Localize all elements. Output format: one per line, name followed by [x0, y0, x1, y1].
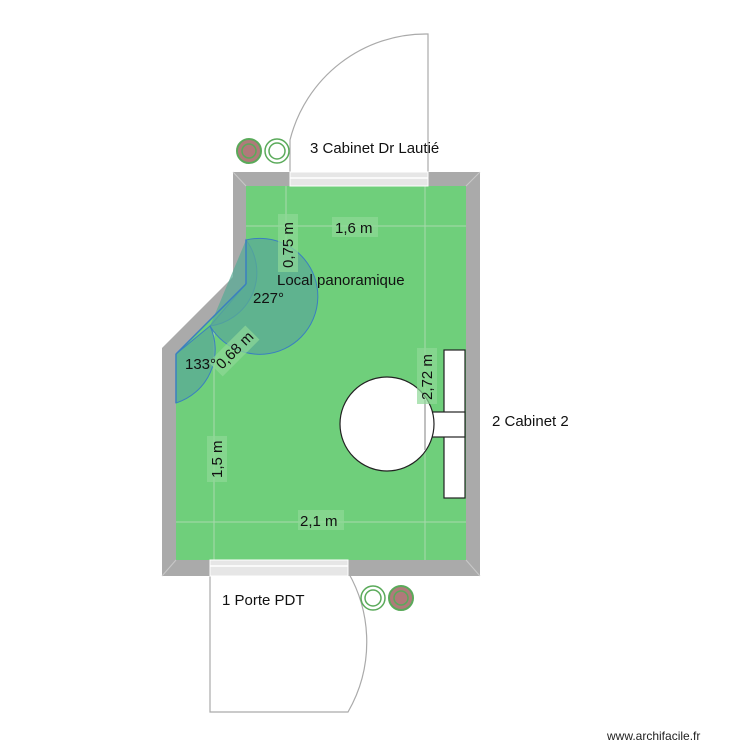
angle-227: 227° — [253, 290, 284, 307]
round-table[interactable] — [339, 376, 435, 472]
neighbor-label-bottom[interactable]: 1 Porte PDT — [222, 592, 305, 609]
room-name[interactable]: Local panoramique — [277, 272, 405, 289]
marker-icon-top-empty[interactable] — [264, 138, 290, 164]
neighbor-label-right[interactable]: 2 Cabinet 2 — [492, 413, 569, 430]
watermark: www.archifacile.fr — [606, 729, 700, 743]
dimension-bottom: 2,1 m — [300, 513, 338, 530]
top-door-swing — [289, 33, 429, 186]
dimension-right: 2,72 m — [419, 354, 436, 400]
top-door[interactable] — [289, 171, 429, 187]
marker-icon-top-filled[interactable] — [236, 138, 262, 164]
marker-icon-bottom-empty[interactable] — [360, 585, 386, 611]
dimension-left-upper: 0,75 m — [280, 222, 297, 268]
dimension-top: 1,6 m — [335, 220, 373, 237]
dimension-left-lower: 1,5 m — [209, 440, 226, 478]
marker-icon-bottom-filled[interactable] — [388, 585, 414, 611]
bottom-door[interactable] — [209, 559, 349, 577]
neighbor-label-top[interactable]: 3 Cabinet Dr Lautié — [310, 140, 439, 157]
angle-133: 133° — [185, 356, 216, 373]
wall-corner-lines — [161, 171, 481, 577]
bottom-door-swing — [209, 571, 368, 713]
inner-door-swing-133 — [175, 325, 216, 404]
